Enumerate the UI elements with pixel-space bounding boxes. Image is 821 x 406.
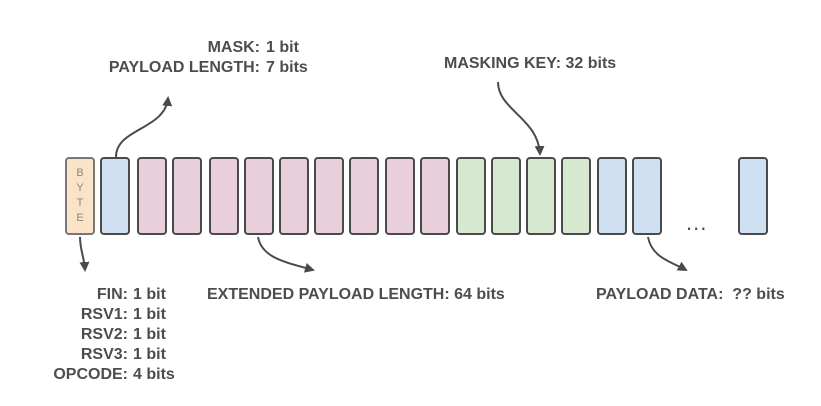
masking-key-byte (561, 157, 591, 235)
mask-length-label: MASK: 1 bit PAYLOAD LENGTH: 7 bits (90, 38, 308, 78)
rsv3-value: 1 bit (133, 346, 166, 363)
rsv3-key: RSV3: (80, 346, 128, 363)
masking-key-label: MASKING KEY: 32 bits (444, 55, 617, 72)
payload-data-arrow (647, 236, 688, 271)
extended-length-byte (349, 157, 379, 235)
header-bits-arrow (79, 236, 90, 272)
extended-length-arrow (257, 236, 315, 273)
rsv1-row: RSV1: 1 bit (44, 305, 175, 325)
header-bits-label: FIN: 1 bit RSV1: 1 bit RSV2: 1 bit RSV3:… (44, 285, 175, 385)
byte-box-letters: B Y T E (67, 166, 93, 226)
extended-length-byte (314, 157, 344, 235)
extended-length-byte (385, 157, 415, 235)
opcode-key: OPCODE: (53, 366, 128, 383)
rsv1-value: 1 bit (133, 306, 166, 323)
opcode-value: 4 bits (133, 366, 175, 383)
mask-length-byte (100, 157, 130, 235)
rsv1-key: RSV1: (80, 306, 128, 323)
byte-letter: T (76, 197, 84, 209)
byte-box: B Y T E (65, 157, 95, 235)
fin-value: 1 bit (133, 286, 166, 303)
rsv3-row: RSV3: 1 bit (44, 345, 175, 365)
masking-key-byte (526, 157, 556, 235)
payload-data-byte (738, 157, 768, 235)
extended-length-byte (209, 157, 239, 235)
mask-value: 1 bit (266, 39, 299, 56)
rsv2-key: RSV2: (80, 326, 128, 343)
rsv2-value: 1 bit (133, 326, 166, 343)
mask-key: MASK: (207, 39, 260, 56)
extended-length-byte (137, 157, 167, 235)
fin-row: FIN: 1 bit (44, 285, 175, 305)
payload-data-byte (597, 157, 627, 235)
payload-length-key: PAYLOAD LENGTH: (108, 59, 260, 76)
mask-length-arrow (115, 96, 173, 158)
extended-length-byte (420, 157, 450, 235)
extended-length-byte (279, 157, 309, 235)
payload-data-byte (632, 157, 662, 235)
fin-key: FIN: (96, 286, 128, 303)
payload-length-value: 7 bits (266, 59, 308, 76)
masking-key-byte (456, 157, 486, 235)
masking-key-arrow (497, 81, 545, 156)
extended-length-byte (172, 157, 202, 235)
byte-letter: E (76, 212, 84, 224)
ellipsis: ... (686, 210, 708, 235)
byte-letter: B (76, 167, 84, 179)
rsv2-row: RSV2: 1 bit (44, 325, 175, 345)
masking-key-byte (491, 157, 521, 235)
payload-data-label: PAYLOAD DATA: ?? bits (596, 286, 785, 303)
payload-length-row: PAYLOAD LENGTH: 7 bits (90, 58, 308, 78)
opcode-row: OPCODE: 4 bits (44, 365, 175, 385)
mask-row: MASK: 1 bit (90, 38, 308, 58)
byte-letter: Y (76, 182, 84, 194)
extended-length-label: EXTENDED PAYLOAD LENGTH: 64 bits (207, 286, 505, 303)
extended-length-byte (244, 157, 274, 235)
